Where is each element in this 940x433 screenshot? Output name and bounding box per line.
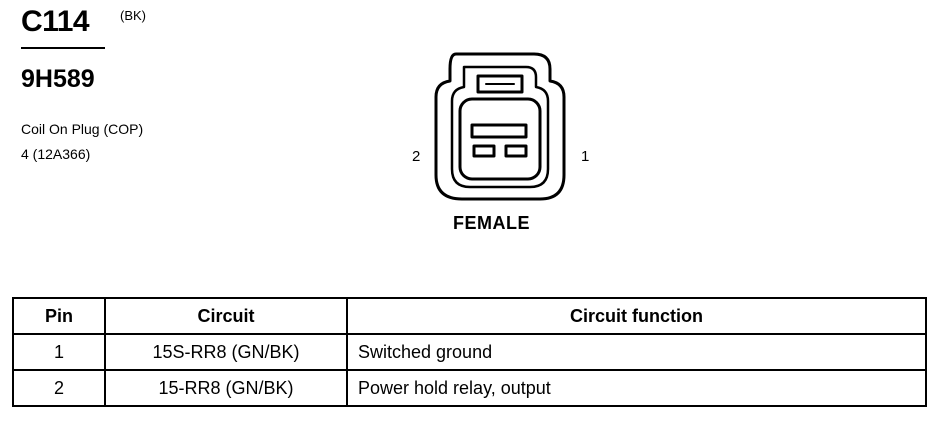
cell-circuit-function: Switched ground <box>346 333 927 371</box>
connector-housing-outer <box>434 52 566 201</box>
description-line-2: 4 (12A366) <box>21 146 91 162</box>
connector-housing-inner <box>450 65 550 189</box>
pin-1-label: 1 <box>581 148 590 165</box>
description-line-1: Coil On Plug (COP) <box>21 121 144 137</box>
terminal-block <box>458 97 542 181</box>
cell-pin: 2 <box>12 369 106 407</box>
cell-pin: 1 <box>12 333 106 371</box>
locking-tab <box>476 74 524 94</box>
pin-2-label: 2 <box>412 148 421 165</box>
terminal-slot-upper <box>470 123 528 139</box>
terminal-pin-1 <box>504 144 528 158</box>
title-rule <box>21 47 105 49</box>
connector-face-diagram <box>434 52 566 201</box>
table-row: 2 15-RR8 (GN/BK) Power hold relay, outpu… <box>12 369 927 407</box>
header-circuit-function: Circuit function <box>346 297 927 335</box>
part-number: 9H589 <box>21 65 95 93</box>
pinout-table: Pin Circuit Circuit function 1 15S-RR8 (… <box>12 297 927 407</box>
table-row: 1 15S-RR8 (GN/BK) Switched ground <box>12 333 927 371</box>
connector-id: C114 <box>21 5 90 38</box>
color-code: (BK) <box>120 8 146 23</box>
table-header-row: Pin Circuit Circuit function <box>12 297 927 335</box>
header-circuit: Circuit <box>104 297 348 335</box>
terminal-pin-2 <box>472 144 496 158</box>
header-pin: Pin <box>12 297 106 335</box>
cell-circuit-function: Power hold relay, output <box>346 369 927 407</box>
connector-gender-label: FEMALE <box>453 213 530 233</box>
cell-circuit: 15S-RR8 (GN/BK) <box>104 333 348 371</box>
cell-circuit: 15-RR8 (GN/BK) <box>104 369 348 407</box>
